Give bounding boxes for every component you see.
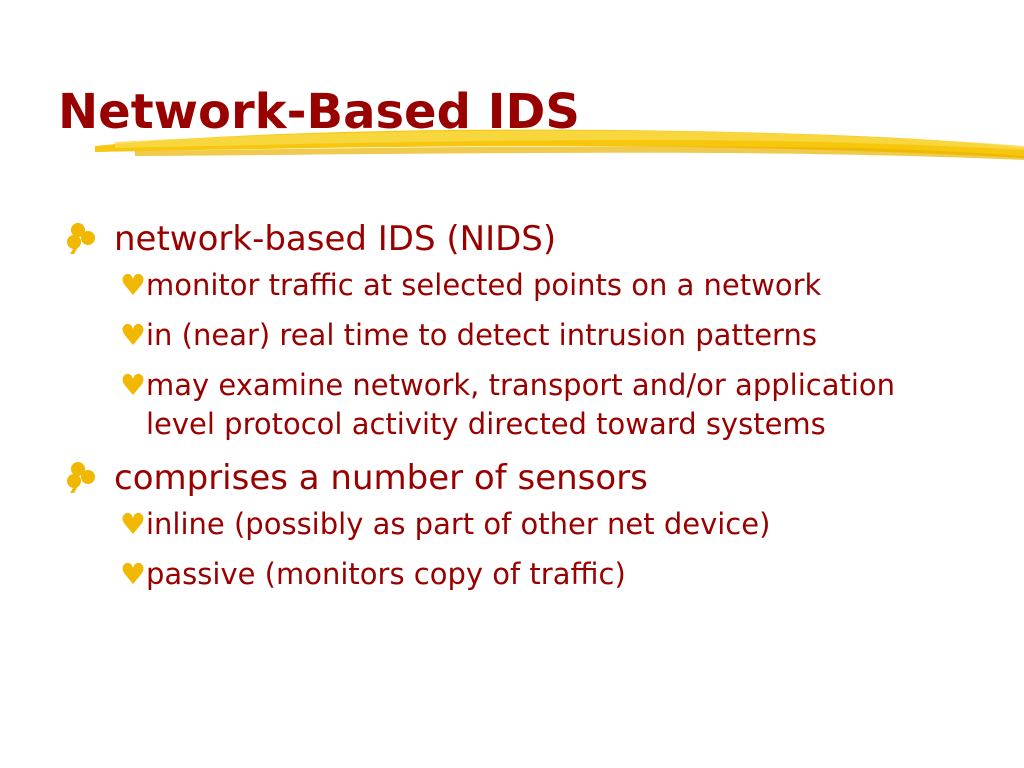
heart-icon: ♥ [120, 268, 146, 302]
sub-bullet-text: inline (possibly as part of other net de… [146, 507, 771, 541]
bullet-item: network-based IDS (NIDS) [64, 216, 974, 262]
bullet-text: comprises a number of sensors [114, 458, 648, 498]
club-icon [67, 462, 95, 493]
heart-icon: ♥ [120, 368, 146, 402]
bullet-list: network-based IDS (NIDS) ♥ monitor traff… [64, 216, 974, 605]
slide-title: Network-Based IDS [58, 84, 580, 140]
heart-icon: ♥ [120, 557, 146, 591]
bullet-item: comprises a number of sensors [64, 455, 974, 501]
title-underline-brush [95, 129, 1024, 160]
bullet-text: network-based IDS (NIDS) [114, 219, 557, 259]
sub-bullet-item: ♥ in (near) real time to detect intrusio… [120, 316, 906, 355]
sub-bullet-item: ♥ monitor traffic at selected points on … [120, 266, 906, 305]
sub-bullet-text: may examine network, transport and/or ap… [146, 368, 896, 441]
sub-bullet-item: ♥ passive (monitors copy of traffic) [120, 555, 906, 594]
sub-bullet-text: in (near) real time to detect intrusion … [146, 318, 817, 352]
heart-icon: ♥ [120, 507, 146, 541]
sub-bullet-item: ♥ may examine network, transport and/or … [120, 366, 906, 444]
sub-bullet-text: monitor traffic at selected points on a … [146, 268, 822, 302]
sub-bullet-text: passive (monitors copy of traffic) [146, 557, 626, 591]
heart-icon: ♥ [120, 318, 146, 352]
club-icon [67, 223, 95, 254]
sub-bullet-item: ♥ inline (possibly as part of other net … [120, 505, 906, 544]
